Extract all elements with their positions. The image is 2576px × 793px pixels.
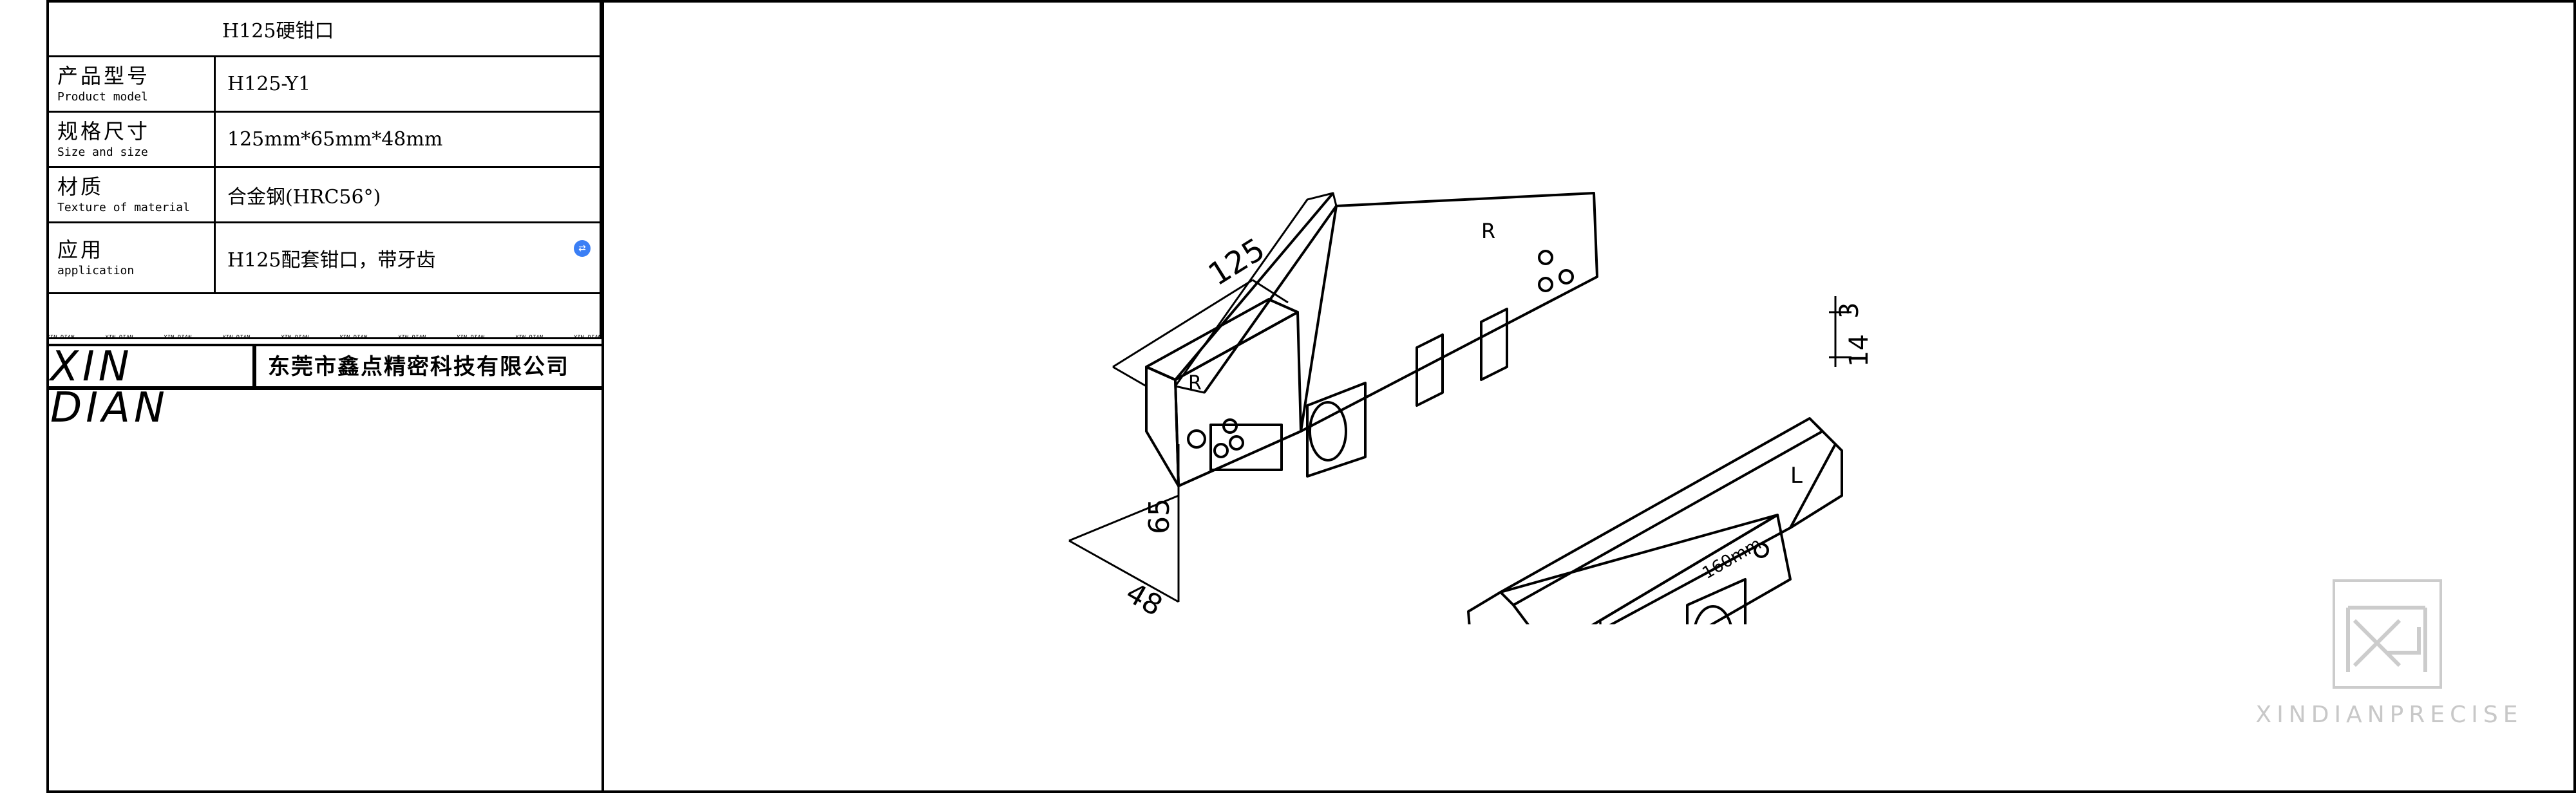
size-label-cn: 规格尺寸 [57,118,151,144]
right-jaw [1467,417,1843,624]
dim-125: 125 [1202,231,1271,293]
left-jaw [1145,192,1598,487]
application-value: H125配套钳口，带牙齿 [227,248,436,272]
size-value: 125mm*65mm*48mm [214,111,601,168]
spec-row-application: 应用 application H125配套钳口，带牙齿 ⇄ [46,221,601,294]
product-title: H125硬钳口 [46,0,601,57]
mark-l-left: L [1597,617,1609,624]
material-label-cn: 材质 [57,174,104,199]
spec-table: H125硬钳口 产品型号 Product model H125-Y1 规格尺寸 … [46,0,601,339]
brand-logo: XIN DIAN [46,346,256,429]
dim-48: 48 [1121,576,1168,622]
spec-panel: H125硬钳口 产品型号 Product model H125-Y1 规格尺寸 … [46,0,604,793]
model-label-en: Product model [57,89,148,104]
watermark: XINDIANPRECISE [2228,579,2550,728]
blank-row [46,292,601,339]
dim-3: 3 [1835,303,1864,319]
spec-row-model: 产品型号 Product model H125-Y1 [46,55,601,113]
jaw-drawing: 125 65 48 R R 3 14 L L 160mm [1068,192,1874,624]
dim-65: 65 [1143,498,1176,534]
mark-l-right: L [1790,463,1803,489]
drawing-frame [46,0,2576,793]
dim-14: 14 [1844,334,1874,367]
brand-bar: XIN DIAN 东莞市鑫点精密科技有限公司 [46,344,601,429]
application-label-en: application [57,263,135,277]
company-name: 东莞市鑫点精密科技有限公司 [268,354,569,380]
watermark-logo-icon [2333,579,2442,689]
application-label-cn: 应用 [57,237,104,262]
spec-row-material: 材质 Texture of material 合金钢(HRC56°) [46,166,601,223]
model-value: H125-Y1 [214,55,601,113]
mark-r-left: R [1188,372,1202,395]
mark-r-top: R [1481,219,1495,243]
translate-icon[interactable]: ⇄ [574,240,591,257]
model-label-cn: 产品型号 [57,63,151,88]
spec-row-size: 规格尺寸 Size and size 125mm*65mm*48mm [46,111,601,168]
watermark-text: XINDIANPRECISE [2255,702,2523,728]
left-dimensions [1068,279,1289,603]
material-label-en: Texture of material [57,200,190,214]
size-label-en: Size and size [57,145,148,159]
right-dimensions [1829,296,1852,367]
material-value: 合金钢(HRC56°) [214,166,601,223]
